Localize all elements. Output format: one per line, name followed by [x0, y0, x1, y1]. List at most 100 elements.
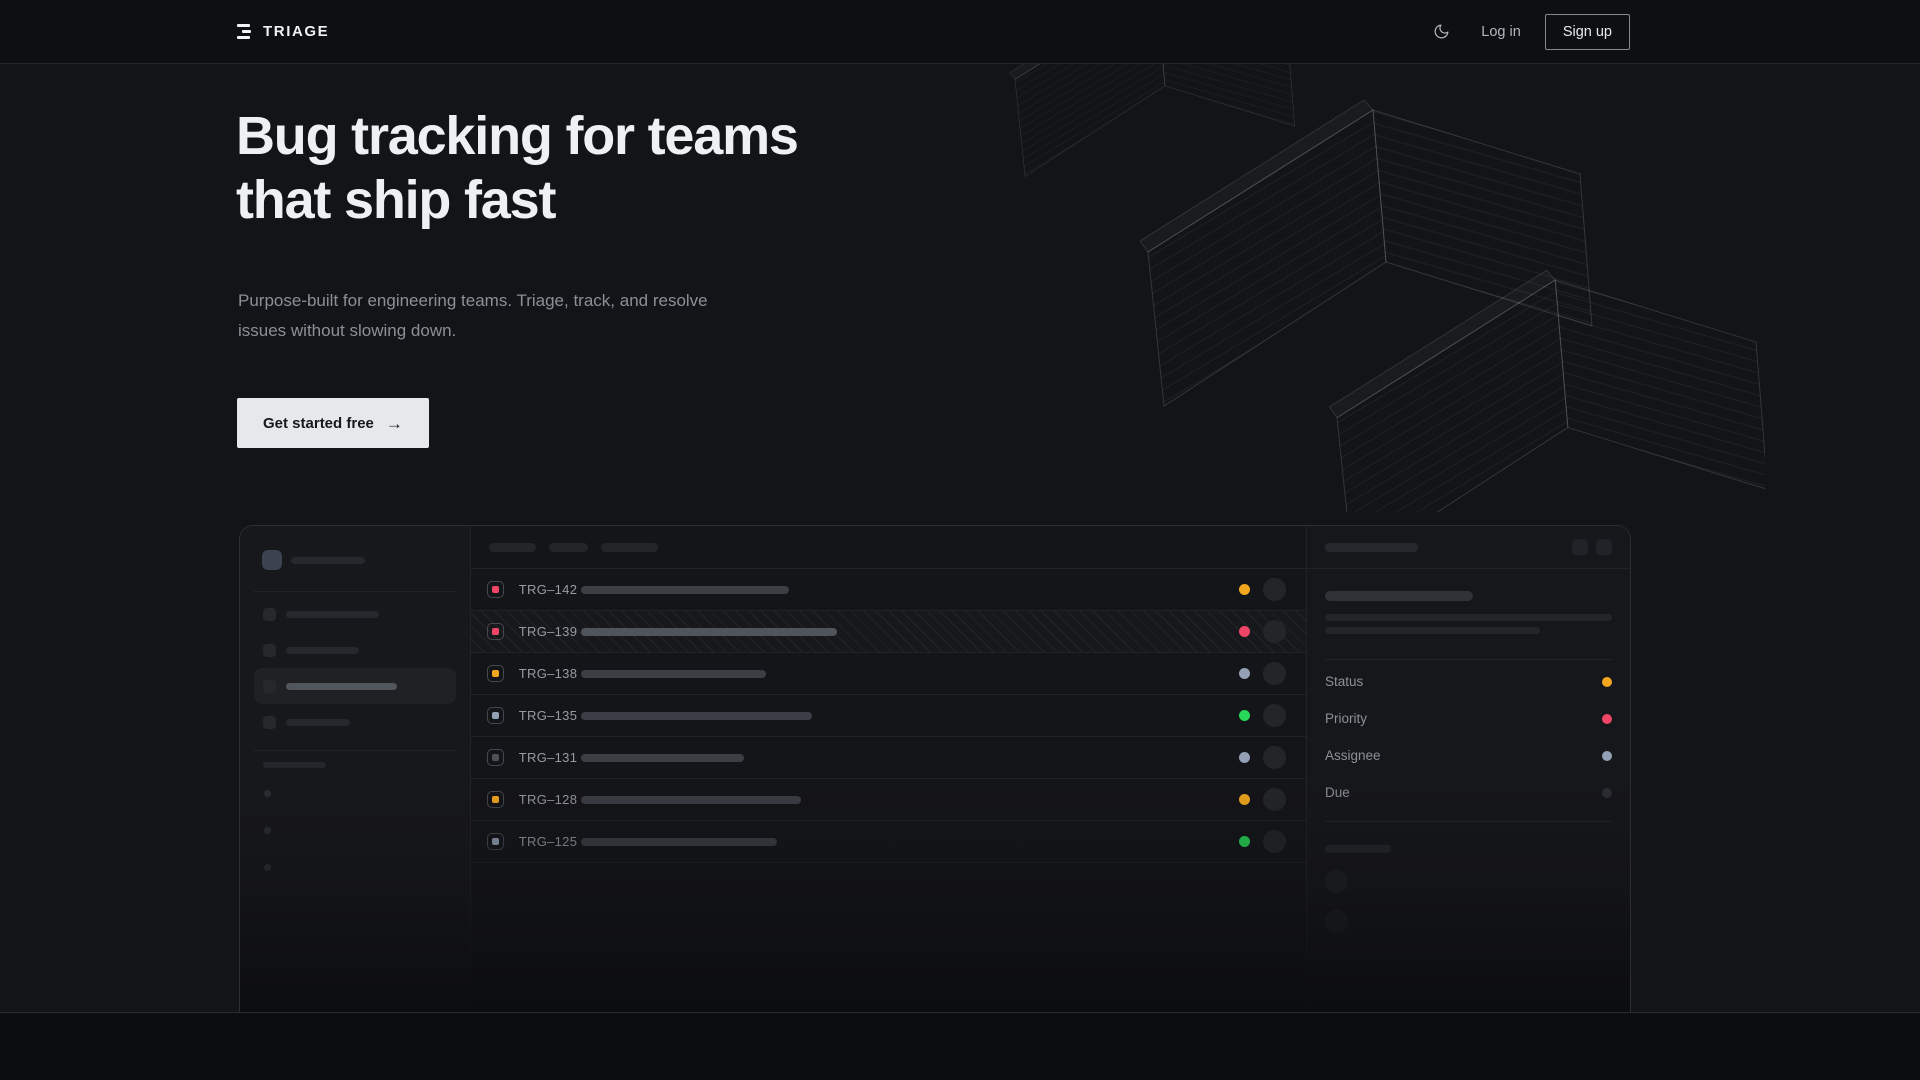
site-footer [0, 1014, 1920, 1080]
field-label: Status [1325, 674, 1364, 689]
moon-icon [1434, 24, 1449, 39]
issue-id: TRG–128 [518, 792, 578, 807]
status-dot [1239, 626, 1250, 637]
brand-logo[interactable]: TRIAGE [237, 23, 329, 40]
signup-button[interactable]: Sign up [1544, 13, 1630, 50]
detail-field-row[interactable]: Priority [1325, 700, 1612, 737]
sidebar-nav-item[interactable] [254, 596, 456, 632]
sidebar-nav-item[interactable] [254, 632, 456, 668]
issue-type-icon [486, 665, 504, 682]
nav-item-icon [263, 643, 276, 657]
detail-header [1307, 526, 1630, 569]
field-value-dot [1602, 713, 1612, 724]
issue-row[interactable]: TRG–142 [470, 569, 1306, 611]
issue-id: TRG–135 [518, 708, 578, 723]
issue-row[interactable]: TRG–139 [470, 611, 1306, 653]
nav-item-icon [263, 715, 276, 729]
sidebar-section-label-skeleton [263, 762, 326, 768]
assignee-avatar [1263, 830, 1286, 853]
sidebar-dot-skeleton [264, 864, 271, 871]
issue-row[interactable]: TRG–131 [470, 737, 1306, 779]
issue-type-icon [486, 707, 504, 724]
field-value-dot [1602, 787, 1612, 798]
issue-type-icon [486, 623, 504, 640]
detail-field-row[interactable]: Status [1325, 663, 1612, 700]
workspace-switcher[interactable] [262, 550, 365, 570]
arrow-right-icon: → [385, 413, 403, 433]
sidebar-dot-skeleton [264, 827, 271, 834]
status-dot [1239, 668, 1250, 679]
detail-body [1307, 569, 1630, 634]
detail-field-row[interactable]: Assignee [1325, 737, 1612, 774]
sidebar-divider [254, 591, 456, 592]
field-value-dot [1602, 676, 1612, 687]
nav-item-icon [263, 679, 276, 693]
detail-activity [1307, 822, 1630, 933]
issue-id: TRG–125 [518, 834, 578, 849]
detail-action-button[interactable] [1572, 539, 1588, 555]
issue-row[interactable]: TRG–135 [470, 695, 1306, 737]
detail-text-skeleton [1325, 614, 1612, 621]
issue-type-icon [486, 791, 504, 808]
tab-skeleton[interactable] [600, 542, 658, 552]
status-dot [1239, 584, 1250, 595]
login-link[interactable]: Log in [1481, 23, 1521, 40]
detail-title-skeleton [1325, 591, 1473, 601]
issue-row[interactable]: TRG–125 [470, 821, 1306, 863]
issue-row[interactable]: TRG–138 [470, 653, 1306, 695]
assignee-avatar [1263, 620, 1286, 643]
hero-subtitle: Purpose-built for engineering teams. Tri… [238, 291, 708, 340]
issue-id: TRG–139 [518, 624, 578, 639]
status-dot [1239, 836, 1250, 847]
issue-row[interactable]: TRG–128 [470, 779, 1306, 821]
detail-text-skeleton [1325, 627, 1540, 634]
brand-name: TRIAGE [263, 23, 330, 40]
workspace-name-skeleton [291, 556, 365, 564]
nav-item-label-skeleton [286, 718, 350, 726]
tab-skeleton[interactable] [488, 542, 536, 552]
detail-field-row[interactable]: Due [1325, 774, 1612, 811]
assignee-avatar [1263, 788, 1286, 811]
issue-type-icon [486, 581, 504, 598]
mockup-issue-list: TRG–142 TRG–139 TRG–138 TRG–135 TRG–131 [470, 526, 1307, 1012]
sidebar-divider [254, 750, 456, 751]
issue-type-icon [486, 833, 504, 850]
status-dot [1239, 752, 1250, 763]
detail-header-actions [1572, 539, 1612, 555]
issue-title-skeleton [580, 669, 766, 678]
triage-logo-icon [237, 24, 251, 39]
issue-id: TRG–131 [518, 750, 578, 765]
theme-toggle-button[interactable] [1431, 22, 1451, 42]
sidebar-nav-item[interactable] [254, 704, 456, 740]
detail-fields: Status Priority Assignee Due [1307, 660, 1630, 811]
detail-action-button[interactable] [1596, 539, 1612, 555]
mockup-detail-panel: Status Priority Assignee Due [1307, 526, 1630, 1012]
workspace-avatar [262, 550, 282, 570]
cta-label: Get started free [263, 414, 374, 432]
issue-id: TRG–142 [518, 582, 578, 597]
sidebar-nav-item[interactable] [254, 668, 456, 704]
activity-label-skeleton [1325, 845, 1391, 853]
tab-skeleton[interactable] [548, 542, 588, 552]
avatar [1325, 870, 1348, 893]
get-started-button[interactable]: Get started free → [237, 398, 429, 448]
nav-item-label-skeleton [286, 682, 397, 690]
status-dot [1239, 710, 1250, 721]
status-dot [1239, 794, 1250, 805]
issue-title-skeleton [580, 795, 801, 804]
sidebar-nav [254, 596, 456, 740]
field-label: Assignee [1325, 748, 1381, 763]
issue-type-icon [486, 749, 504, 766]
header-nav: Log in Sign up [1431, 13, 1630, 50]
title-line-1: Bug tracking for teams [236, 106, 799, 166]
list-tabs-skeleton [470, 526, 1306, 569]
assignee-avatar [1263, 662, 1286, 685]
field-value-dot [1602, 750, 1612, 761]
field-label: Due [1325, 785, 1350, 800]
nav-item-label-skeleton [286, 646, 359, 654]
title-line-2: that ship fast [236, 170, 556, 230]
app-mockup: TRG–142 TRG–139 TRG–138 TRG–135 TRG–131 [239, 525, 1631, 1012]
issue-title-skeleton [580, 753, 744, 762]
issue-title-skeleton [580, 711, 812, 720]
issue-id: TRG–138 [518, 666, 578, 681]
